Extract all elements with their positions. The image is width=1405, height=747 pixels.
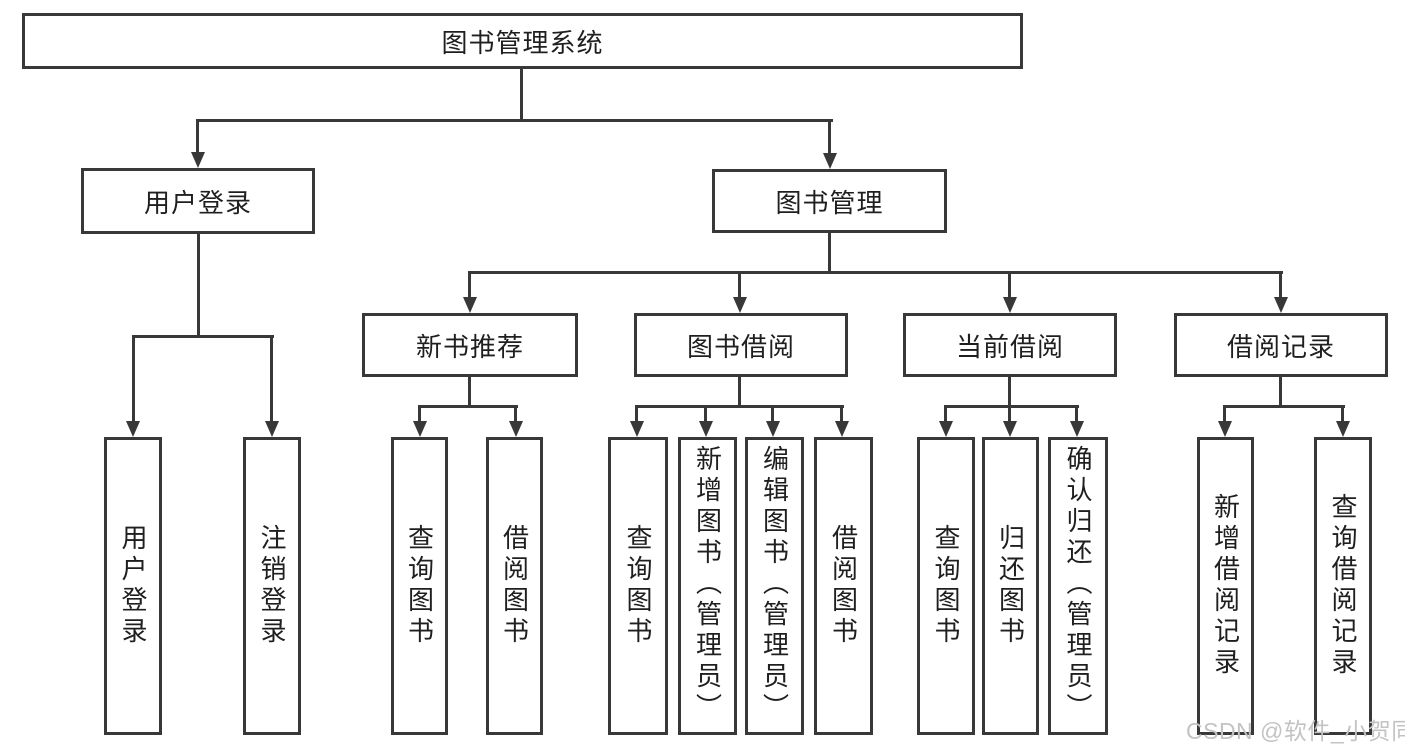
node-label: 当前借阅 — [955, 331, 1064, 362]
edge-line — [418, 405, 421, 423]
arrowhead-icon — [265, 421, 279, 437]
edge-line — [1008, 377, 1011, 408]
leaf-label: 查询图书 — [931, 524, 961, 648]
leaf-user-login: 用户登录 — [104, 437, 162, 735]
edge-line — [468, 271, 1283, 274]
edge-line — [197, 234, 200, 338]
arrowhead-icon — [191, 152, 205, 168]
leaf-borrow-books-borrowing: 借阅图书 — [814, 437, 873, 735]
edge-line — [418, 405, 518, 408]
arrowhead-icon — [699, 421, 713, 437]
leaf-label: 归还图书 — [995, 524, 1026, 648]
edge-line — [514, 405, 517, 423]
arrowhead-icon — [1336, 421, 1350, 437]
leaf-logout-login: 注销登录 — [243, 437, 301, 735]
node-book-management: 图书管理 — [712, 169, 947, 233]
edge-line — [828, 233, 831, 274]
edge-line — [1341, 405, 1344, 423]
edge-line — [738, 377, 741, 408]
arrowhead-icon — [733, 297, 747, 313]
leaf-borrow-books-recommend: 借阅图书 — [486, 437, 543, 735]
node-label: 新书推荐 — [415, 331, 524, 362]
leaf-confirm-return-admin: 确认归还（管理员） — [1048, 437, 1108, 735]
leaf-label: 查询借阅记录 — [1328, 493, 1358, 679]
node-new-book-recommendation: 新书推荐 — [362, 313, 578, 377]
edge-line — [738, 271, 741, 299]
watermark: CSDN @软件_小贺同学 — [1186, 718, 1405, 744]
edge-line — [1008, 405, 1011, 423]
arrowhead-icon — [766, 421, 780, 437]
leaf-add-books-admin: 新增图书（管理员） — [678, 437, 737, 735]
edge-line — [771, 405, 774, 423]
leaf-label: 查询图书 — [623, 524, 653, 648]
node-current-borrowing: 当前借阅 — [903, 313, 1117, 377]
arrowhead-icon — [1003, 421, 1017, 437]
leaf-query-books-borrowing: 查询图书 — [608, 437, 668, 735]
leaf-edit-books-admin: 编辑图书（管理员） — [745, 437, 804, 735]
edge-line — [520, 69, 523, 122]
node-label: 借阅记录 — [1226, 331, 1335, 362]
arrowhead-icon — [939, 421, 953, 437]
node-borrowing-records: 借阅记录 — [1174, 313, 1388, 377]
leaf-label: 注销登录 — [257, 524, 287, 648]
edge-line — [635, 405, 844, 408]
arrowhead-icon — [1003, 297, 1017, 313]
leaf-label: 查询图书 — [404, 524, 435, 648]
node-label: 用户登录 — [143, 187, 252, 218]
edge-line — [828, 119, 831, 156]
edge-line — [196, 119, 833, 122]
arrowhead-icon — [126, 421, 140, 437]
arrowhead-icon — [1218, 421, 1232, 437]
leaf-query-books-current: 查询图书 — [917, 437, 975, 735]
node-library-management-system: 图书管理系统 — [22, 13, 1023, 69]
edge-line — [1008, 271, 1011, 299]
leaf-label: 借阅图书 — [499, 524, 530, 648]
edge-line — [132, 335, 135, 423]
arrowhead-icon — [1070, 421, 1084, 437]
arrowhead-icon — [463, 297, 477, 313]
node-book-borrowing: 图书借阅 — [634, 313, 848, 377]
edge-line — [196, 119, 199, 156]
edge-line — [840, 405, 843, 423]
leaf-label: 新增借阅记录 — [1210, 493, 1241, 679]
edge-line — [635, 405, 638, 423]
leaf-return-books: 归还图书 — [982, 437, 1039, 735]
arrowhead-icon — [1274, 297, 1288, 313]
node-label: 图书管理 — [775, 187, 884, 218]
arrowhead-icon — [509, 421, 523, 437]
leaf-label: 确认归还（管理员） — [1063, 445, 1093, 724]
edge-line — [704, 405, 707, 423]
edge-line — [1279, 377, 1282, 408]
leaf-label: 借阅图书 — [828, 524, 859, 648]
edge-line — [468, 377, 471, 408]
leaf-label: 新增图书（管理员） — [692, 445, 723, 724]
edge-line — [1279, 271, 1282, 299]
edge-line — [132, 335, 274, 338]
arrowhead-icon — [823, 153, 837, 169]
edge-line — [1075, 405, 1078, 423]
arrowhead-icon — [835, 421, 849, 437]
leaf-query-books-recommend: 查询图书 — [391, 437, 448, 735]
leaf-query-borrow-record: 查询借阅记录 — [1314, 437, 1372, 735]
arrowhead-icon — [413, 421, 427, 437]
edge-line — [270, 335, 273, 423]
arrowhead-icon — [630, 421, 644, 437]
edge-line — [1223, 405, 1226, 423]
node-label: 图书管理系统 — [441, 27, 604, 58]
leaf-add-borrow-record: 新增借阅记录 — [1197, 437, 1254, 735]
leaf-label: 用户登录 — [118, 524, 148, 648]
leaf-label: 编辑图书（管理员） — [759, 445, 790, 724]
edge-line — [1223, 405, 1345, 408]
node-label: 图书借阅 — [686, 331, 795, 362]
node-user-login: 用户登录 — [81, 168, 315, 234]
edge-line — [468, 271, 471, 299]
edge-line — [944, 405, 1079, 408]
edge-line — [944, 405, 947, 423]
